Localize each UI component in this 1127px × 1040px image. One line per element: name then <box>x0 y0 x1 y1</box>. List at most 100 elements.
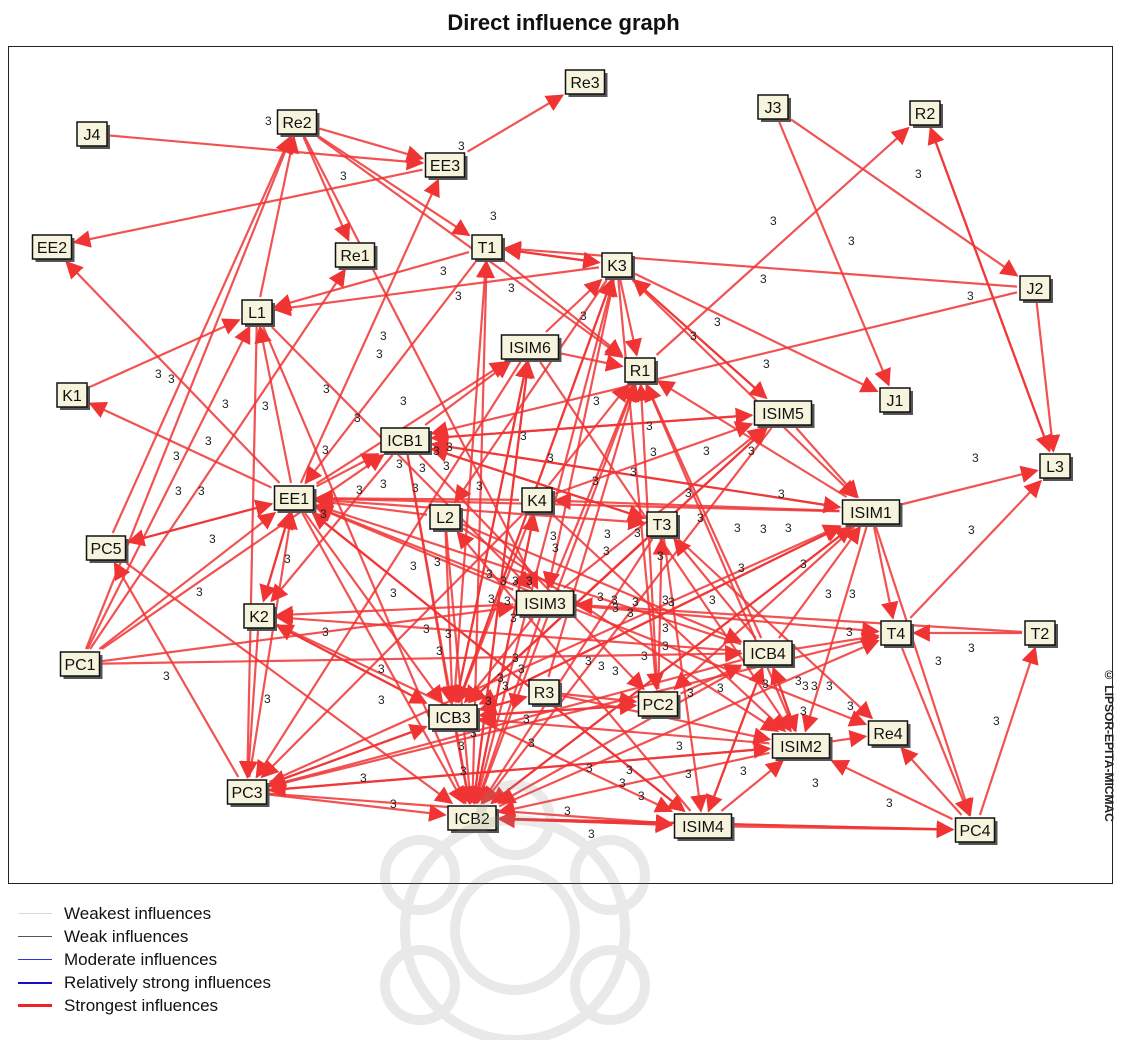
edge-weight-label: 3 <box>993 714 1000 728</box>
edge-ISIM3-to-R1 <box>550 383 637 589</box>
node-icb3[interactable]: ICB3 <box>428 704 480 732</box>
node-icb2[interactable]: ICB2 <box>447 805 499 833</box>
edge-K4-to-R1 <box>548 383 630 486</box>
node-isim5[interactable]: ISIM5 <box>753 400 815 428</box>
node-t1[interactable]: T1 <box>471 234 505 262</box>
edge-PC1-to-Re1 <box>89 268 346 650</box>
node-isim4[interactable]: ISIM4 <box>673 813 735 841</box>
node-label: ICB4 <box>750 646 786 663</box>
legend-swatch <box>18 936 52 937</box>
edge-PC5-to-ICB2 <box>125 562 454 805</box>
edge-weight-label: 3 <box>585 654 592 668</box>
edge-weight-label: 3 <box>603 544 610 558</box>
node-pc1[interactable]: PC1 <box>59 651 103 679</box>
node-t2[interactable]: T2 <box>1024 620 1058 648</box>
edge-weight-label: 3 <box>163 669 170 683</box>
edge-weight-label: 3 <box>552 541 559 555</box>
node-l1[interactable]: L1 <box>241 299 275 327</box>
node-ee2[interactable]: EE2 <box>31 234 75 262</box>
node-label: ICB1 <box>387 433 423 450</box>
node-t3[interactable]: T3 <box>646 511 680 539</box>
node-k2[interactable]: K2 <box>243 603 277 631</box>
node-r2[interactable]: R2 <box>909 100 943 128</box>
edge-ISIM1-to-L3 <box>902 465 1039 506</box>
legend-swatch <box>18 1004 52 1007</box>
edge-weight-label: 3 <box>619 776 626 790</box>
edge-weight-label: 3 <box>657 549 664 563</box>
node-re2[interactable]: Re2 <box>276 109 320 137</box>
edge-weight-label: 3 <box>458 139 465 153</box>
node-icb1[interactable]: ICB1 <box>380 427 432 455</box>
edge-weight-label: 3 <box>849 587 856 601</box>
edges-layer <box>65 94 1061 839</box>
node-r3[interactable]: R3 <box>528 679 562 707</box>
edge-T1-to-EE1 <box>304 261 477 485</box>
edge-ICB2-to-K4 <box>473 513 540 804</box>
node-isim3[interactable]: ISIM3 <box>515 590 577 618</box>
edge-weight-label: 3 <box>434 555 441 569</box>
edge-ISIM1-to-ICB1 <box>430 437 840 509</box>
node-isim2[interactable]: ISIM2 <box>771 733 833 761</box>
edge-weight-label: 3 <box>935 654 942 668</box>
node-j3[interactable]: J3 <box>757 94 791 122</box>
node-re4[interactable]: Re4 <box>867 720 911 748</box>
edge-weight-label: 3 <box>354 411 361 425</box>
node-isim6[interactable]: ISIM6 <box>500 334 562 362</box>
edge-weight-label: 3 <box>598 659 605 673</box>
node-k3[interactable]: K3 <box>601 252 635 280</box>
legend-label: Strongest influences <box>64 995 219 1015</box>
node-re3[interactable]: Re3 <box>564 69 608 97</box>
edge-weight-label: 3 <box>588 827 595 841</box>
edge-weight-label: 3 <box>502 679 509 693</box>
node-label: K2 <box>249 609 269 626</box>
node-ee3[interactable]: EE3 <box>424 152 468 180</box>
node-label: J2 <box>1027 281 1044 298</box>
node-pc3[interactable]: PC3 <box>226 779 270 807</box>
legend-swatch <box>18 913 52 914</box>
edge-weight-label: 3 <box>173 449 180 463</box>
edge-weight-label: 3 <box>762 677 769 691</box>
edge-weight-label: 3 <box>423 622 430 636</box>
node-pc2[interactable]: PC2 <box>637 691 681 719</box>
node-re1[interactable]: Re1 <box>334 242 378 270</box>
edge-weight-label: 3 <box>662 621 669 635</box>
node-l2[interactable]: L2 <box>429 504 463 532</box>
node-k4[interactable]: K4 <box>521 487 555 515</box>
node-ee1[interactable]: EE1 <box>273 485 317 513</box>
edge-weight-label: 3 <box>634 526 641 540</box>
edge-weight-label: 3 <box>826 679 833 693</box>
edge-K4-to-PC3 <box>260 514 523 779</box>
node-j2[interactable]: J2 <box>1019 275 1053 303</box>
node-r1[interactable]: R1 <box>624 357 658 385</box>
node-label: R1 <box>630 363 651 380</box>
edge-weight-label: 3 <box>436 644 443 658</box>
edge-weight-label: 3 <box>690 329 697 343</box>
node-icb4[interactable]: ICB4 <box>743 640 795 668</box>
edge-EE1-to-ISIM6 <box>315 361 509 485</box>
node-j1[interactable]: J1 <box>879 387 913 415</box>
edge-ICB3-to-K2 <box>275 624 427 704</box>
node-label: PC1 <box>64 657 95 674</box>
edge-weight-label: 3 <box>597 590 604 604</box>
edge-weight-label: 3 <box>497 671 504 685</box>
node-l3[interactable]: L3 <box>1039 453 1073 481</box>
edge-weight-label: 3 <box>528 736 535 750</box>
edge-weight-label: 3 <box>360 771 367 785</box>
node-t4[interactable]: T4 <box>880 620 914 648</box>
edge-weight-label: 3 <box>550 529 557 543</box>
node-label: J4 <box>84 127 101 144</box>
edge-weight-label: 3 <box>795 674 802 688</box>
edge-PC1-to-EE1 <box>98 511 277 650</box>
node-pc5[interactable]: PC5 <box>85 535 129 563</box>
edge-weight-label: 3 <box>612 664 619 678</box>
node-j4[interactable]: J4 <box>76 121 110 149</box>
node-label: ISIM5 <box>762 406 804 423</box>
node-isim1[interactable]: ISIM1 <box>841 499 903 527</box>
edge-weight-label: 3 <box>812 776 819 790</box>
node-pc4[interactable]: PC4 <box>954 817 998 845</box>
copyright-text: © LIPSOR-EPITA-MICMAC <box>1102 668 1116 822</box>
edge-PC1-to-ICB4 <box>102 644 743 665</box>
node-k1[interactable]: K1 <box>56 382 90 410</box>
